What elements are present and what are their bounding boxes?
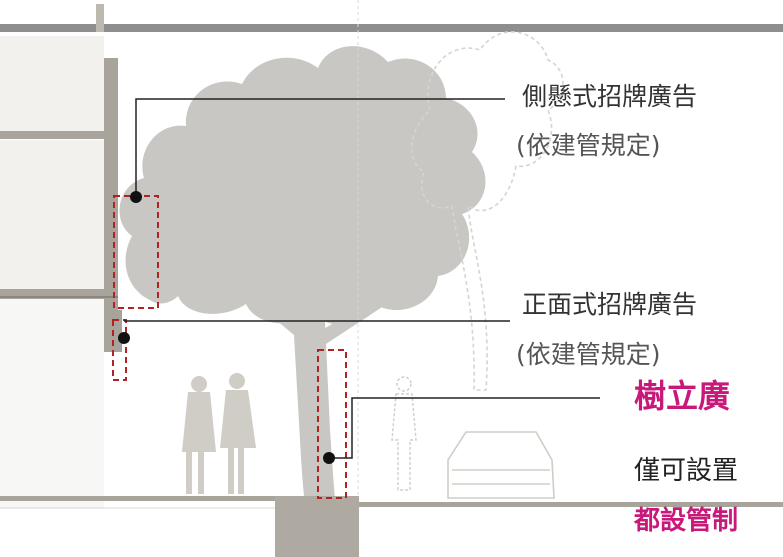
standing-sign-zone [317,349,347,499]
front-sign-zone [112,319,127,381]
dashed-person [391,376,417,491]
dashed-tree-outline [410,31,564,391]
pedestrian-figures [182,373,256,494]
front-sign-title: 正面式招牌廣告 [522,290,698,319]
standing-sign-line2: 僅可設置 [634,456,739,486]
standing-sign-title: 樹立廣 [634,377,731,415]
standing-sign-line3: 都設管制 [634,506,739,536]
front-sign-note: (依建管規定) [516,340,661,369]
leader-lines [124,98,600,459]
ground [0,496,783,557]
side-sign-note: (依建管規定) [516,131,661,160]
top-band [0,24,783,32]
car-outline [447,431,555,499]
tree-silhouette [119,46,486,510]
building-section [0,4,122,509]
side-sign-title: 側懸式招牌廣告 [522,82,698,111]
leader-dots [118,191,335,464]
